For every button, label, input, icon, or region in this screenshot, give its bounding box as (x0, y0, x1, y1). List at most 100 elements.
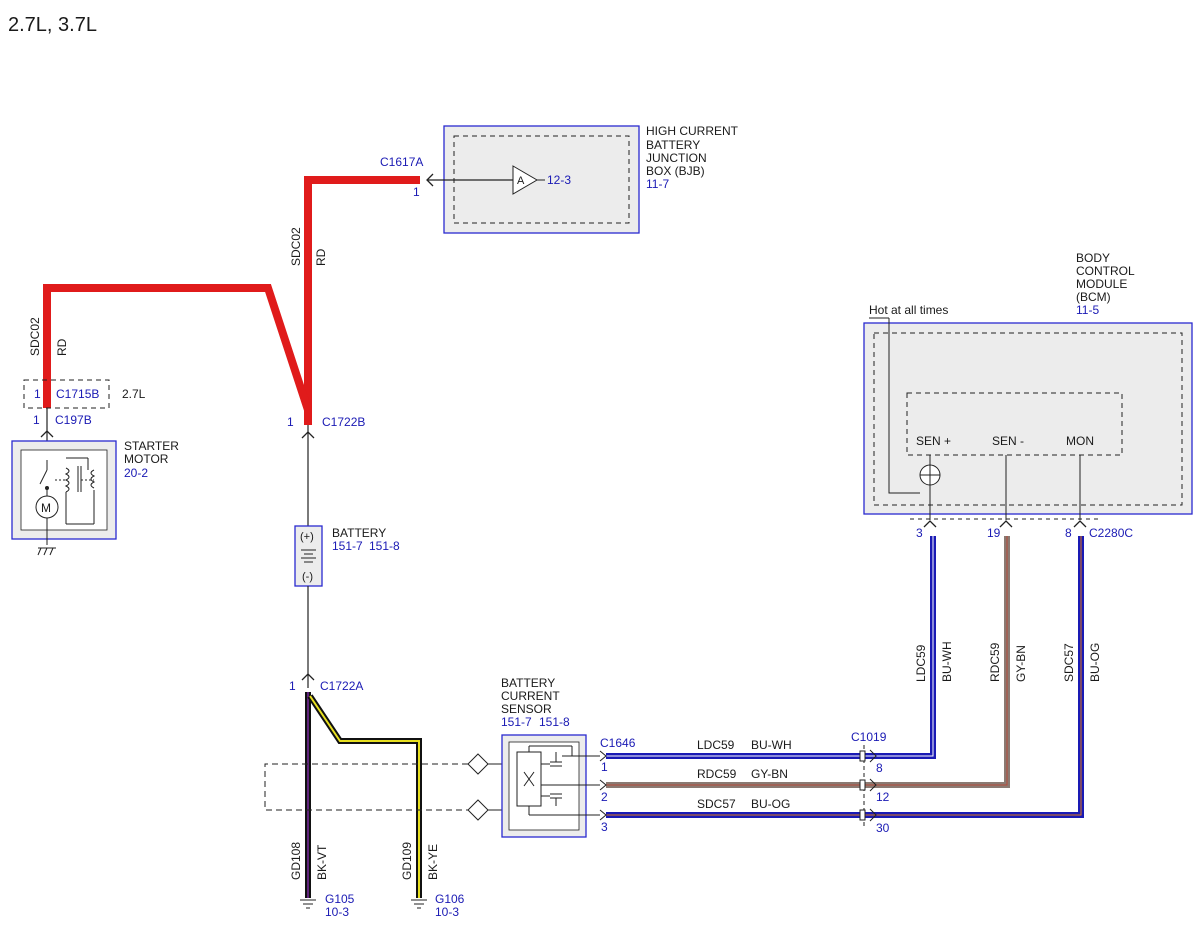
bcm-pin-label: SEN + (916, 434, 951, 448)
wire-sdc57[interactable] (606, 536, 1084, 818)
wire-circuit-label: SDC57 (697, 797, 736, 811)
bjb-name-line: BOX (BJB) (646, 164, 705, 178)
ground-name: G105 (325, 892, 355, 906)
battery-ref: 151-8 (369, 539, 400, 553)
bcm-component[interactable] (863, 318, 1193, 520)
connector-arrow-icon (426, 173, 434, 187)
inline-pin: 12 (876, 790, 890, 804)
wire-color-label: RD (55, 338, 69, 356)
wire-sdc02[interactable] (43, 176, 420, 425)
bcm-ref: 11-5 (1076, 303, 1099, 317)
wire-circuit-label: RDC59 (988, 642, 1002, 682)
battery-plus: (+) (300, 531, 314, 543)
bjb-pin: 1 (413, 185, 420, 199)
fuse-ref: 12-3 (547, 173, 571, 187)
sensor-name-line: SENSOR (501, 702, 552, 716)
wire-gd109[interactable] (307, 694, 422, 898)
inline-pin: 1 (34, 387, 41, 401)
wire-rdc59[interactable] (606, 536, 1010, 788)
bjb-component[interactable]: A 12-3 (427, 125, 640, 234)
wire-color-label: BU-OG (1088, 643, 1102, 682)
wire-ldc59[interactable] (606, 536, 936, 759)
sensor-ref: 151-8 (539, 715, 570, 729)
inline-connector-c1715b[interactable] (23, 379, 110, 409)
bjb-connector: C1617A (380, 155, 423, 169)
wire-circuit-label: SDC57 (1062, 643, 1076, 682)
bcm-name-line: MODULE (1076, 277, 1127, 291)
connector-arrow-icon (40, 430, 54, 438)
inline-pin: 30 (876, 821, 890, 835)
bcm-name-line: BODY (1076, 251, 1110, 265)
sensor-pin: 2 (601, 790, 608, 804)
connector-arrow-icon (923, 520, 937, 528)
battery-current-sensor-component[interactable] (501, 734, 600, 838)
coil-icon (64, 467, 70, 493)
bcm-pin-number: 19 (987, 526, 1001, 540)
connector-arrow-icon (1073, 520, 1087, 528)
starter-motor-component[interactable]: M (11, 440, 117, 545)
wire-circuit-label: LDC59 (697, 738, 735, 752)
inline-connector-label: C1715B (56, 387, 99, 401)
battery-top-connector: C1722B (322, 415, 365, 429)
battery-bottom-connector: C1722A (320, 679, 363, 693)
wire-color-label: BK-YE (426, 844, 440, 880)
wire-circuit-label: SDC02 (289, 227, 303, 266)
battery-minus: (-) (302, 571, 313, 583)
ground-icon (37, 547, 56, 556)
battery-component[interactable] (294, 525, 323, 587)
connector-arrow-icon (599, 779, 607, 791)
sensor-pin: 1 (601, 760, 608, 774)
wire-circuit-label: SDC02 (28, 317, 42, 356)
starter-ref: 20-2 (124, 466, 148, 480)
inline-pin: 8 (876, 761, 883, 775)
battery-bottom-pin: 1 (289, 679, 296, 693)
sensor-ref: 151-7 (501, 715, 532, 729)
connector-arrow-icon (599, 809, 607, 821)
wire-color-label: BK-VT (315, 844, 329, 880)
fuse-label: A (517, 175, 525, 187)
ground-icon (300, 899, 316, 909)
starter-name-line: STARTER (124, 439, 179, 453)
wire-circuit-label: RDC59 (697, 767, 737, 781)
sensor-name-line: CURRENT (501, 689, 560, 703)
wire-color-label: BU-WH (751, 738, 792, 752)
bjb-name-line: BATTERY (646, 138, 700, 152)
bcm-note: Hot at all times (869, 303, 948, 317)
inline-note: 2.7L (122, 387, 146, 401)
bcm-connector: C2280C (1089, 526, 1133, 540)
bjb-ref: 11-7 (646, 177, 669, 191)
wire-circuit-label: GD108 (289, 842, 303, 880)
connector-arrow-icon (599, 750, 607, 762)
bcm-pin-number: 3 (916, 526, 923, 540)
inline-connector-c1019[interactable] (859, 745, 877, 826)
bjb-name-line: JUNCTION (646, 151, 707, 165)
inline-connector-label: C1019 (851, 730, 887, 744)
ground-ref: 10-3 (435, 905, 459, 919)
battery-ref: 151-7 (332, 539, 363, 553)
sensor-connector: C1646 (600, 736, 636, 750)
wire-color-label: BU-WH (940, 641, 954, 682)
bcm-pin-number: 8 (1065, 526, 1072, 540)
ground-ref: 10-3 (325, 905, 349, 919)
bcm-name-line: CONTROL (1076, 264, 1135, 278)
starter-pin: 1 (33, 413, 40, 427)
wire-color-label: GY-BN (751, 767, 788, 781)
starter-name-line: MOTOR (124, 452, 169, 466)
bcm-pin-label: MON (1066, 434, 1094, 448)
bjb-name-line: HIGH CURRENT (646, 124, 739, 138)
ground-name: G106 (435, 892, 465, 906)
battery-top-pin: 1 (287, 415, 294, 429)
wire-circuit-label: LDC59 (914, 644, 928, 682)
sensor-name-line: BATTERY (501, 676, 555, 690)
wire-color-label: BU-OG (751, 797, 790, 811)
connector-arrow-icon (301, 673, 315, 681)
svg-text:M: M (41, 501, 51, 515)
wire-color-label: RD (314, 248, 328, 266)
wire-color-label: GY-BN (1014, 645, 1028, 682)
page-title: 2.7L, 3.7L (8, 14, 97, 36)
bcm-name-line: (BCM) (1076, 290, 1111, 304)
wire-circuit-label: GD109 (400, 842, 414, 880)
starter-connector: C197B (55, 413, 92, 427)
bcm-pin-label: SEN - (992, 434, 1024, 448)
sensor-pin: 3 (601, 820, 608, 834)
